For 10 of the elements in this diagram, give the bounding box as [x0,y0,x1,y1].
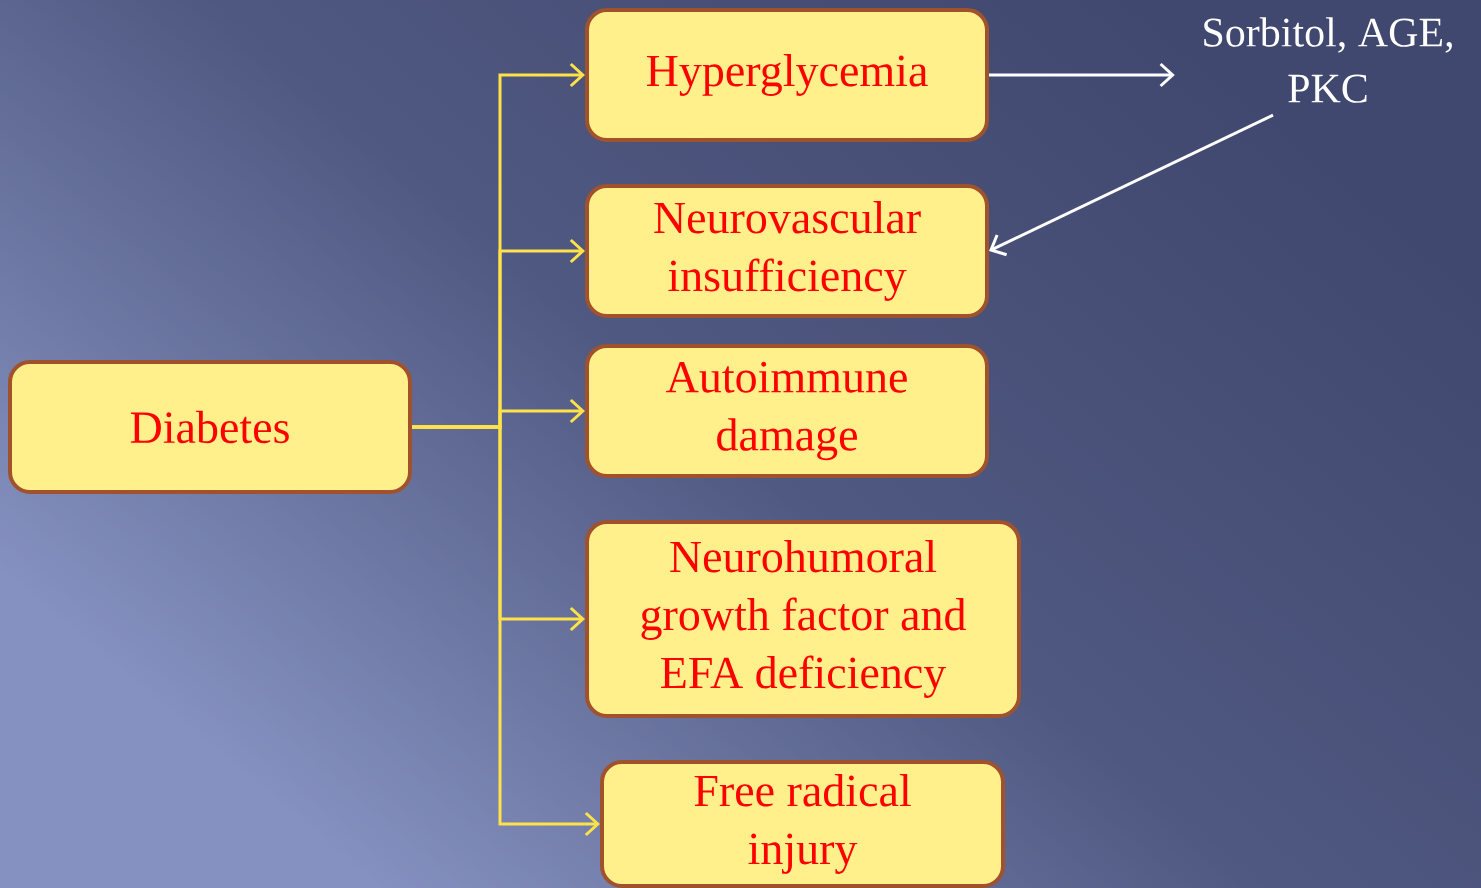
arrow [412,425,600,837]
process-box: Diabetes [8,360,412,494]
annotation-text: Sorbitol, AGE, PKC [1204,17,1452,103]
process-box: Neurohumoral growth factor and EFA deficiency [585,520,1021,718]
arrow [989,113,1274,257]
process-box: Free radical injury [600,760,1005,888]
process-box: Autoimmune damage [585,344,989,478]
process-box: Hyperglycemia [585,8,989,142]
process-box: Neurovascular insufficiency [585,184,989,318]
arrow [989,62,1175,88]
